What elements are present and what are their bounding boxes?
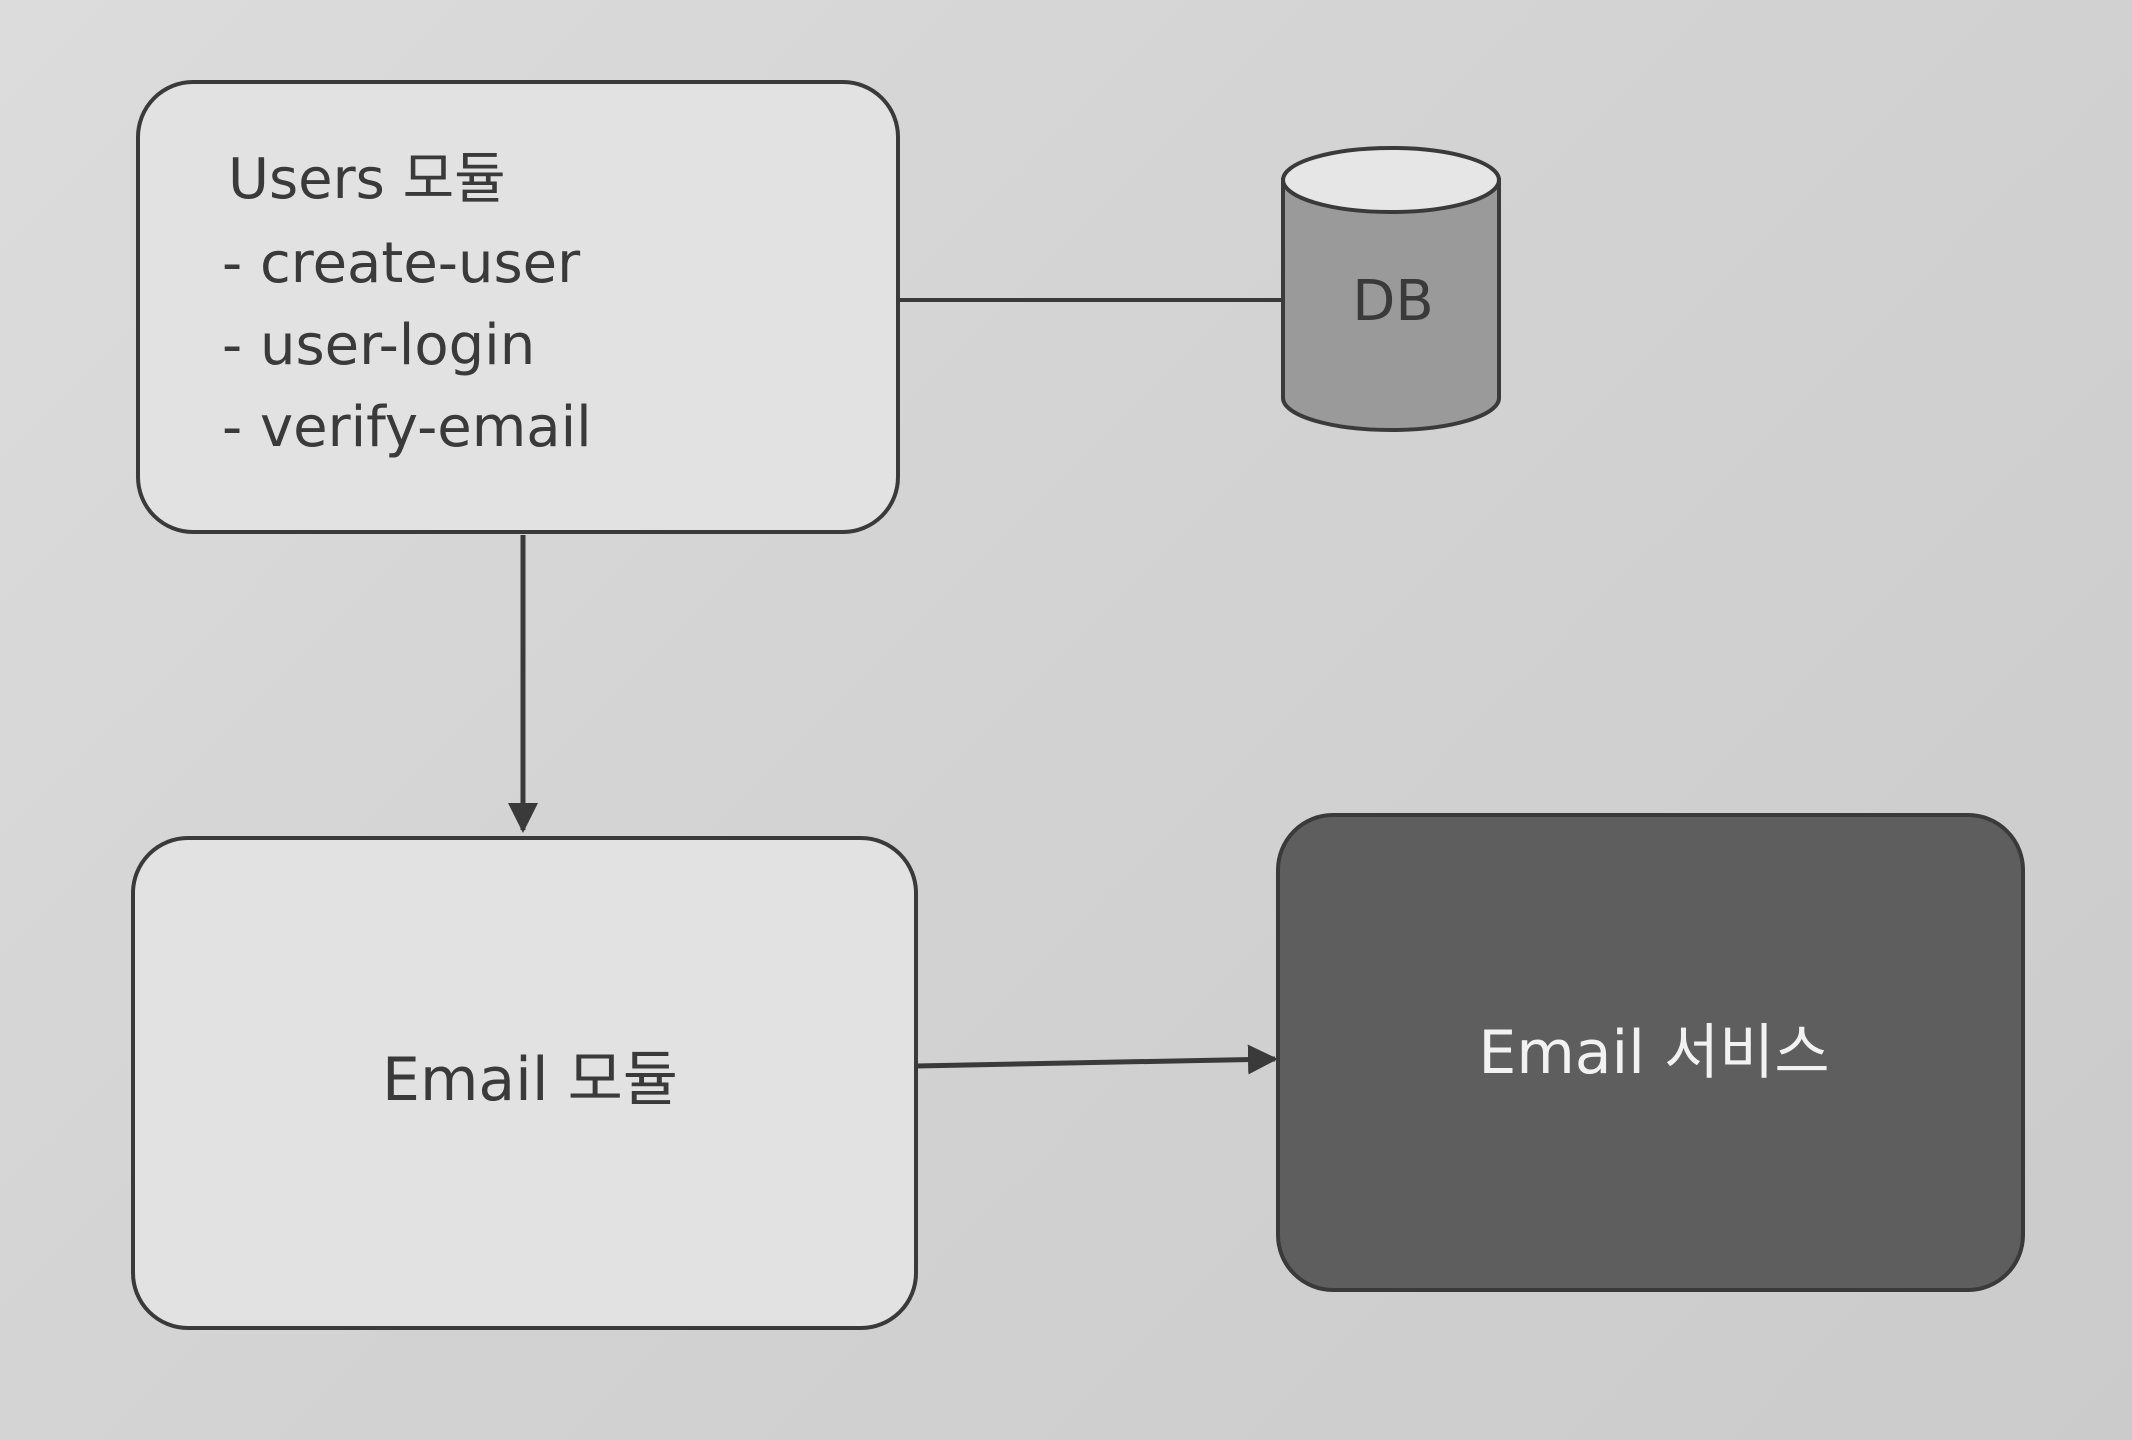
email-module-label: Email 모듈 bbox=[382, 1045, 678, 1115]
email-service-box: Email 서비스 bbox=[1276, 813, 2025, 1292]
email-service-label: Email 서비스 bbox=[1478, 1018, 1829, 1088]
users-module-item-verify-email: - verify-email bbox=[222, 395, 592, 460]
db-cylinder-body bbox=[1281, 178, 1501, 432]
db-label: DB bbox=[1352, 269, 1434, 334]
users-module-frame bbox=[136, 80, 900, 534]
email-module-frame bbox=[131, 836, 918, 1330]
email-module-to-service-arrow bbox=[915, 1044, 1278, 1075]
users-module-box: Users 모듈 - create-user - user-login - ve… bbox=[136, 80, 900, 534]
users-module-item-user-login: - user-login bbox=[222, 313, 535, 378]
email-module-box: Email 모듈 bbox=[131, 836, 918, 1330]
db-cylinder: DB bbox=[1281, 146, 1501, 432]
db-cylinder-top bbox=[1281, 146, 1501, 214]
users-module-title: Users 모듈 bbox=[228, 147, 506, 212]
email-service-frame bbox=[1276, 813, 2025, 1292]
users-module-item-create-user: - create-user bbox=[222, 231, 581, 296]
